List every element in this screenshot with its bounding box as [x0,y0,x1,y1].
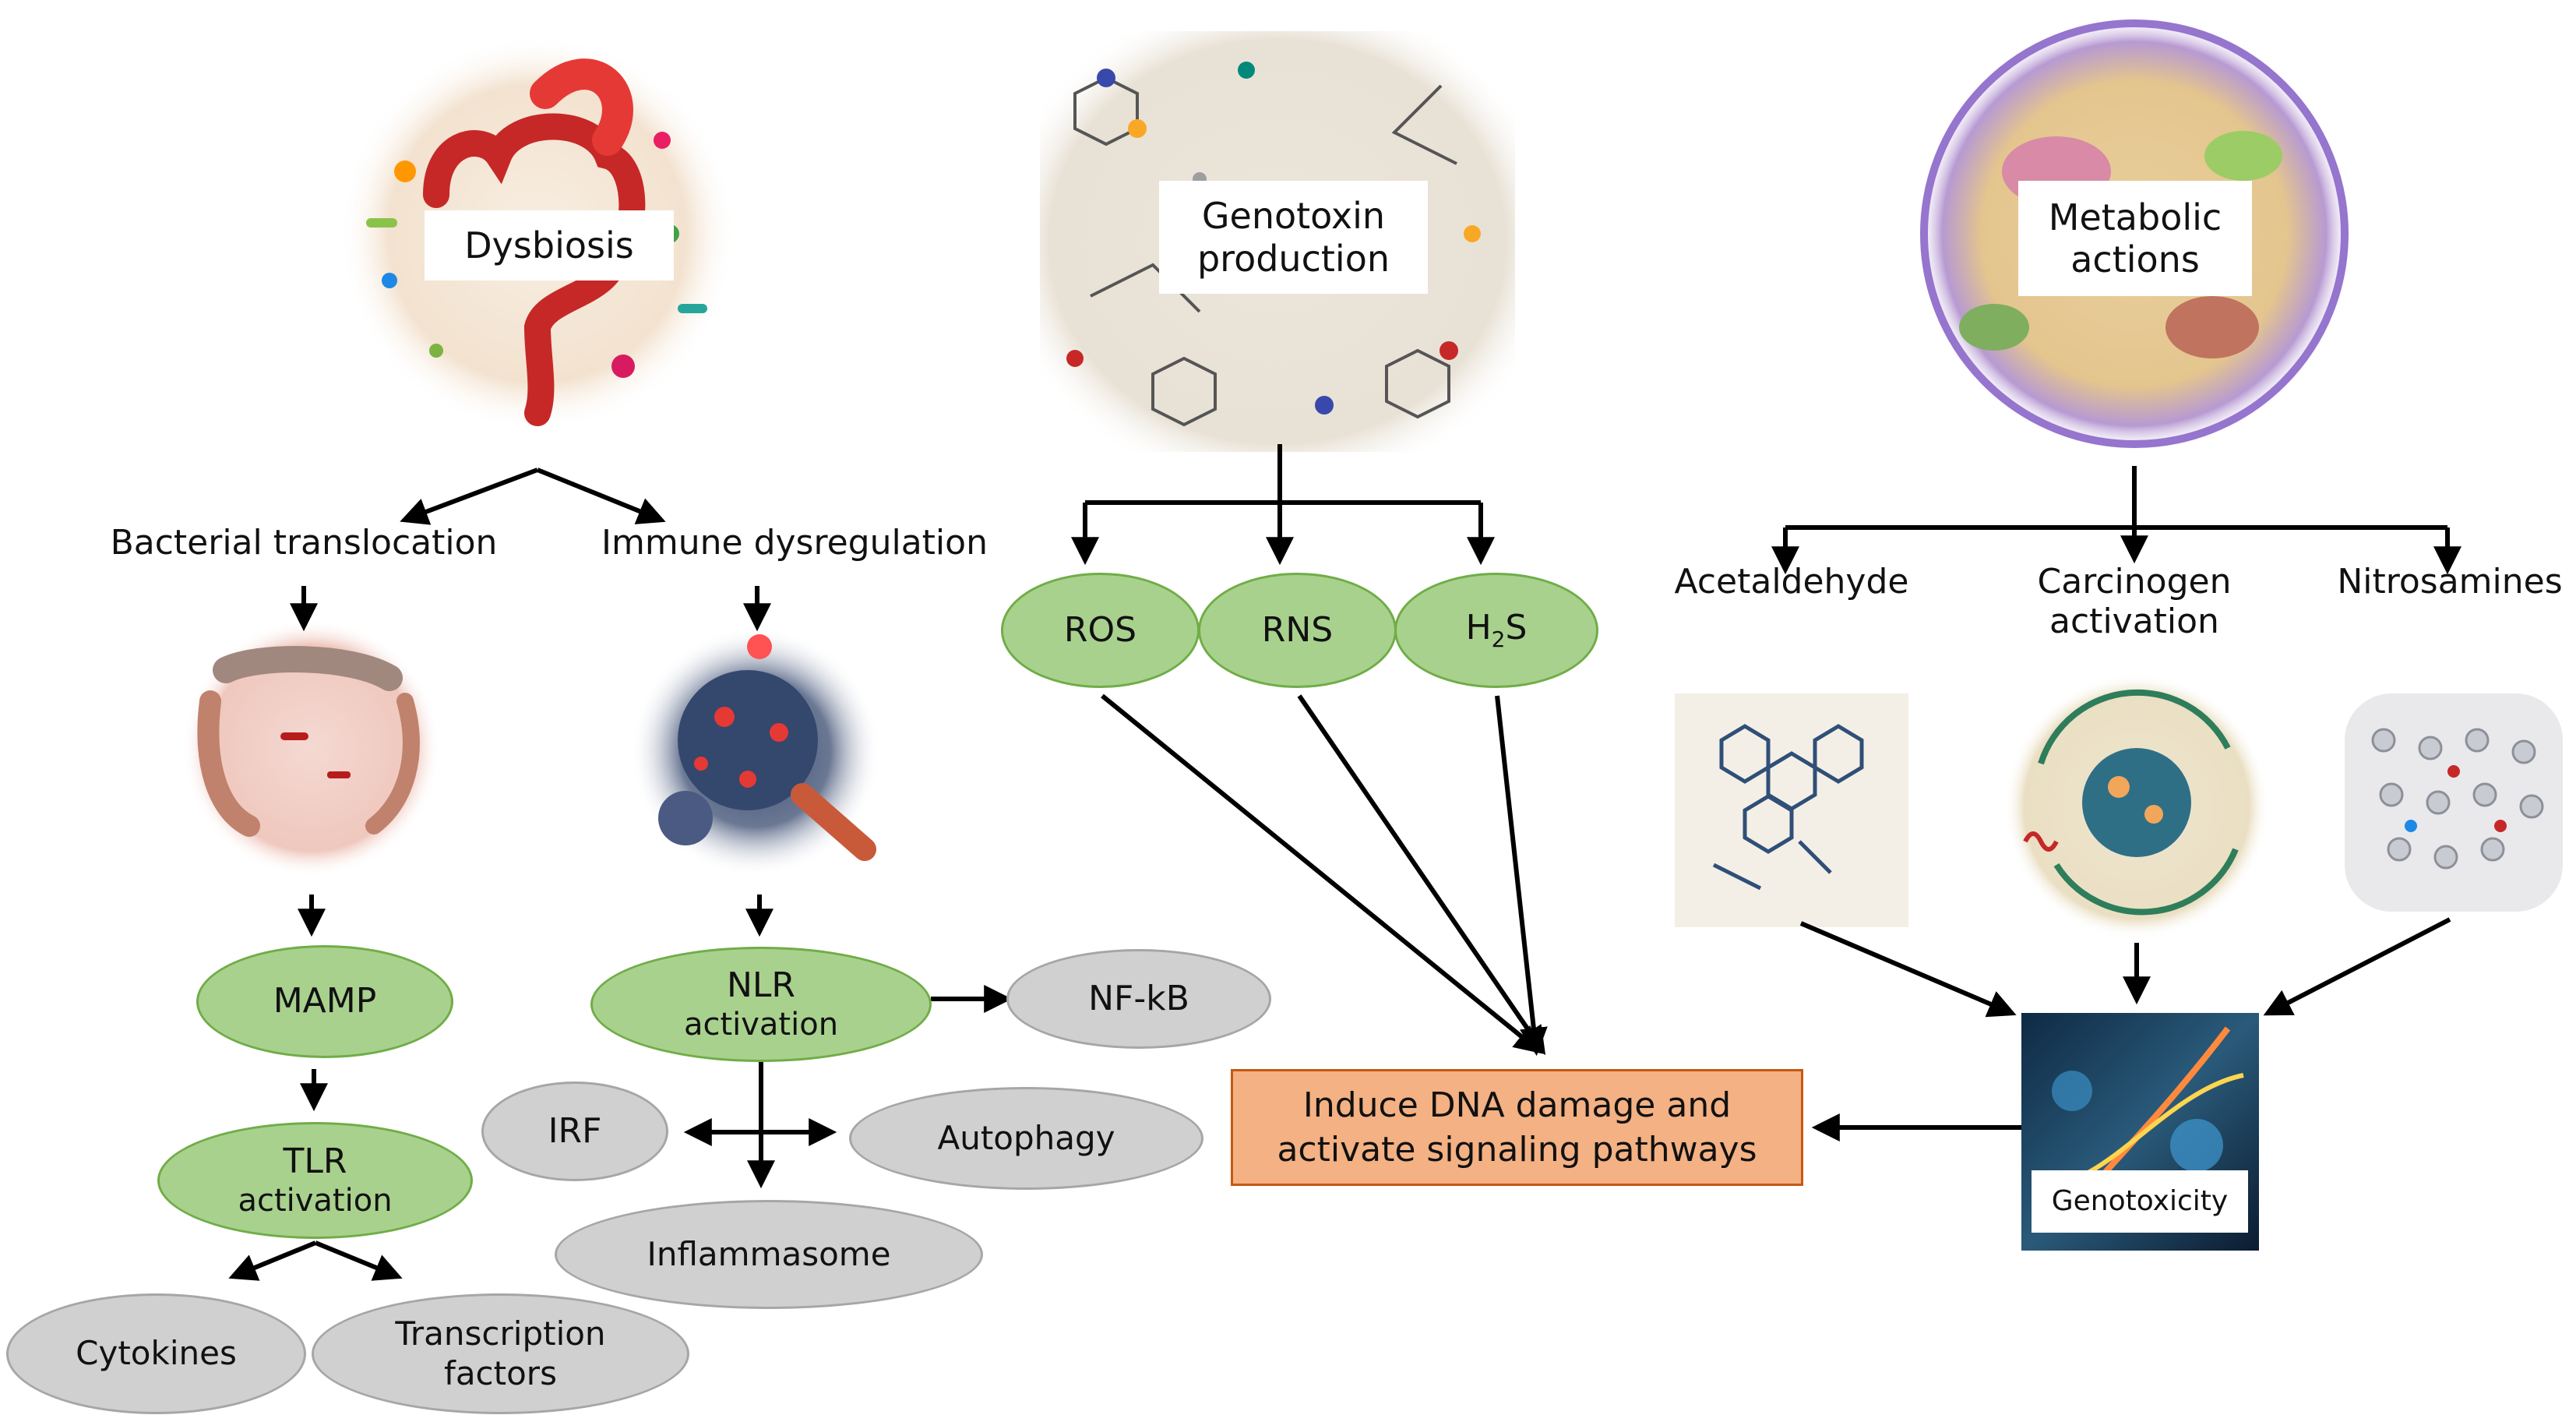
immune-cell-illustration [631,627,880,877]
arrow-tlr-to-cytokines [228,1240,317,1281]
irf-label: IRF [548,1110,602,1151]
autophagy-label: Autophagy [937,1118,1115,1157]
genotoxicity-label-box: Genotoxicity [2032,1170,2248,1233]
arrow-rns-to-damage [1297,694,1546,1055]
ros-node: ROS [1001,573,1200,688]
inflammasome-node: Inflammasome [555,1200,983,1309]
arrows [228,444,2461,1281]
nitrosamines-label: Nitrosamines [2337,562,2563,602]
nfkb-node: NF-kB [1006,949,1271,1049]
carcinogen-label-line2: activation [2049,601,2219,641]
carcinogen-cycle-illustration [2004,674,2269,939]
ros-label: ROS [1063,609,1137,650]
irf-node: IRF [481,1081,668,1181]
dysbiosis-label-box: Dysbiosis [425,210,674,281]
acetaldehyde-label: Acetaldehyde [1674,562,1909,602]
dna-damage-line2: activate signaling pathways [1277,1130,1757,1170]
h2s-label-main: H [1465,608,1492,648]
arrow-ros-to-damage [1101,693,1543,1054]
arrow-h2s-to-damage [1495,695,1548,1057]
h2s-label-tail: S [1505,608,1528,648]
dna-damage-line1: Induce DNA damage and [1302,1085,1732,1125]
transcription-label-line1: Transcription [395,1314,606,1353]
nlr-label-line2: activation [683,1007,839,1043]
transcription-factors-node: Transcription factors [312,1293,689,1414]
arrow-tlr-to-transcription [314,1240,403,1281]
dysbiosis-label: Dysbiosis [464,224,634,266]
cytokines-label: Cytokines [76,1334,237,1373]
mamp-node: MAMP [196,945,453,1058]
metabolic-label-line2: actions [2070,238,2200,281]
genotoxin-label-line2: production [1196,237,1390,280]
h2s-label-subscript: 2 [1491,626,1506,653]
bacterial-translocation-label: Bacterial translocation [110,523,498,563]
nlr-label-line1: NLR [727,965,795,1005]
metabolic-label-box: Metabolic actions [2018,181,2252,296]
acetaldehyde-structure-illustration [1675,693,1908,927]
arrow-nitrosamines-to-genotoxicity [2263,917,2451,1016]
gut-barrier-illustration [183,619,440,877]
carcinogen-activation-label: Carcinogen activation [2017,562,2251,641]
rns-node: RNS [1198,573,1397,688]
cytokines-node: Cytokines [6,1293,306,1414]
tlr-activation-node: TLR activation [157,1122,473,1239]
inflammasome-label: Inflammasome [647,1234,891,1273]
arrow-acetaldehyde-to-genotoxicity [1799,921,2017,1018]
genotoxin-label-box: Genotoxin production [1159,181,1428,294]
h2s-node: H2S [1394,573,1598,688]
genotoxicity-label: Genotoxicity [2051,1184,2229,1217]
transcription-label-line2: factors [444,1353,557,1392]
h2s-label: H2S [1466,608,1528,652]
nlr-activation-node: NLR activation [590,947,932,1062]
immune-dysregulation-label: Immune dysregulation [601,523,988,563]
arrow-dysbiosis-to-immune [536,468,666,524]
autophagy-node: Autophagy [849,1087,1203,1190]
tlr-label-line1: TLR [283,1141,347,1181]
carcinogen-label-line1: Carcinogen [2037,562,2232,602]
nfkb-label: NF-kB [1088,978,1189,1018]
tlr-label-line2: activation [238,1183,393,1219]
genotoxin-label-line1: Genotoxin [1201,195,1386,238]
nitrosamine-lattice-illustration [2345,693,2563,912]
dna-damage-box: Induce DNA damage and activate signaling… [1231,1069,1803,1186]
arrow-dysbiosis-to-translocation [400,468,539,525]
rns-label: RNS [1261,609,1334,650]
mamp-label: MAMP [273,981,377,1022]
metabolic-label-line1: Metabolic [2048,196,2222,238]
